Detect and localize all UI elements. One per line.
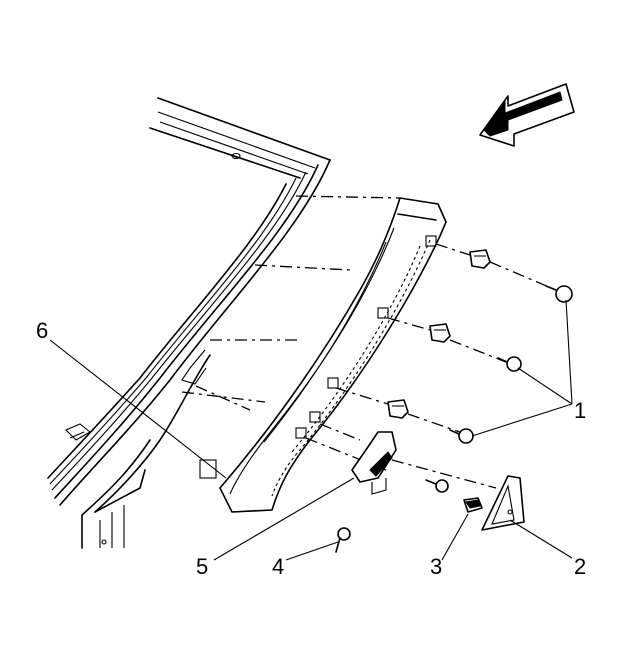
bracket: [351, 431, 397, 495]
screw-4: [335, 527, 351, 553]
callout-5: 5: [196, 554, 208, 579]
pillar-garnish-molding: [219, 197, 447, 513]
screw-upper: [545, 285, 573, 303]
screw-lower: [449, 428, 474, 444]
retainer-clips: [387, 249, 491, 419]
screw-middle: [497, 356, 522, 372]
callout-3: 3: [430, 554, 442, 579]
clip-lower: [387, 399, 409, 419]
direction-arrow-icon: [479, 83, 575, 147]
callout-2: 2: [574, 554, 586, 579]
callout-4: 4: [272, 554, 284, 579]
triangle-cover-2: [481, 475, 525, 531]
nut-3: [463, 497, 483, 513]
clip-middle: [429, 323, 451, 343]
screw-bracket: [425, 479, 449, 493]
fasteners: [425, 285, 573, 493]
roof-rail-structure: [47, 97, 331, 549]
clip-upper: [469, 249, 491, 269]
callout-6: 6: [36, 318, 48, 343]
leader-lines: [49, 299, 573, 561]
callout-1: 1: [574, 398, 586, 423]
alignment-lines: [181, 195, 557, 489]
